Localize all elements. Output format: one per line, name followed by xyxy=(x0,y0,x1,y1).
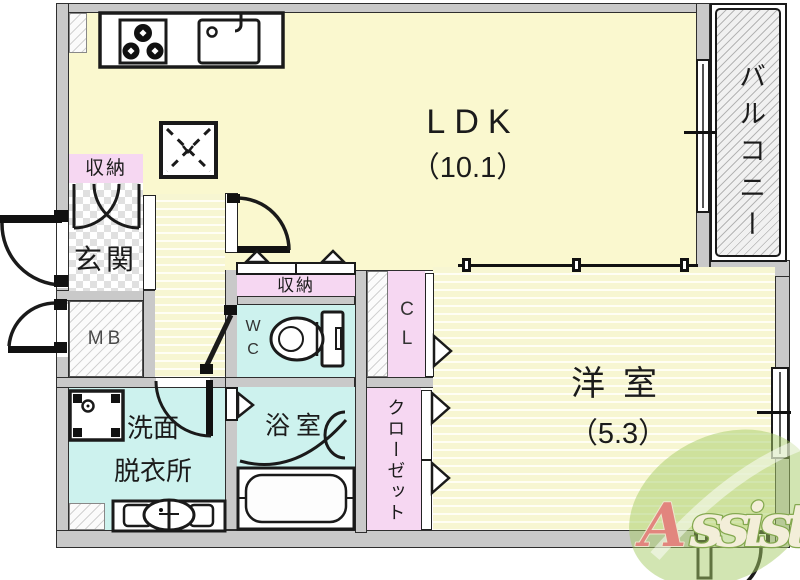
corner-hatch-square xyxy=(69,503,105,530)
meter-box-fill xyxy=(69,301,143,377)
entrance-storage-fill xyxy=(69,154,143,183)
entry-door-gap xyxy=(57,214,68,288)
cl-hatch xyxy=(367,271,388,377)
cl-door-panel xyxy=(425,273,434,377)
wall-top xyxy=(56,3,710,13)
wall-right-lower xyxy=(775,260,790,548)
entrance-label: 玄関 xyxy=(73,244,138,275)
balcony-label: バルコニー xyxy=(735,62,766,247)
hall-storage-fill xyxy=(237,274,355,296)
washroom-label: 洗面 脱衣所 xyxy=(113,413,192,486)
toilet-label: W C xyxy=(245,318,261,359)
mb-door-gap xyxy=(57,304,68,357)
closet-fill xyxy=(367,388,421,530)
wall-hallstorage-bottom xyxy=(237,296,355,305)
hall-storage-label: 収納 xyxy=(277,276,315,295)
bathroom-label: 浴室 xyxy=(264,412,327,440)
kitchen-pillar-hatch xyxy=(69,13,87,53)
cl-fill xyxy=(388,271,425,377)
entrance-step-jamb xyxy=(143,195,156,290)
wall-ldk-balcony xyxy=(696,3,710,277)
washroom-door-gap xyxy=(156,378,210,387)
western-room-label: 洋室 xyxy=(571,365,675,403)
ldk-label: LDK xyxy=(426,103,520,141)
hallway-floor xyxy=(155,194,225,377)
western-room-size-label: （5.3） xyxy=(568,418,668,450)
wall-washroom-top xyxy=(56,377,238,388)
entrance-storage-label: 収納 xyxy=(84,158,127,179)
meter-box-label: MB xyxy=(87,328,125,349)
closet-door-panel xyxy=(421,390,432,530)
bathtub-area xyxy=(237,467,355,530)
hall-ldk-jamb xyxy=(225,193,238,253)
balcony-floor xyxy=(715,8,781,257)
cl-label: C L xyxy=(400,299,414,349)
wall-entrance-bottom xyxy=(56,290,157,301)
bottom-door-gap xyxy=(711,531,758,546)
wall-bottom xyxy=(56,530,790,548)
ldk-size-label: （10.1） xyxy=(410,152,526,184)
closet-label: クローゼット xyxy=(385,398,406,524)
wall-bath-right-column xyxy=(355,257,367,533)
